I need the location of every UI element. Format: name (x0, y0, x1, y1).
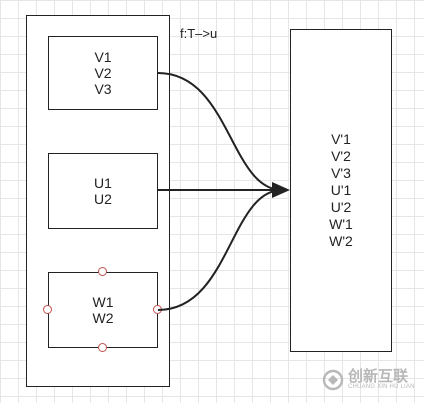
target-item: W'1 (329, 216, 353, 232)
mapping-label: f:T–>u (180, 26, 218, 41)
arrowhead-icon (272, 182, 290, 198)
target-item: U'1 (330, 182, 352, 198)
group-v[interactable]: V1 V2 V3 (48, 36, 158, 110)
connector-w[interactable] (157, 189, 283, 311)
target-item: V'3 (331, 165, 351, 181)
watermark-text: 创新互联 (348, 367, 409, 385)
item-v3: V3 (94, 81, 112, 97)
resize-handle-top[interactable] (98, 267, 107, 276)
group-u[interactable]: U1 U2 (48, 153, 158, 229)
resize-handle-left[interactable] (43, 305, 52, 314)
target-item: U'2 (330, 199, 352, 215)
watermark: 创新互联 CHUANG XIN HU LIAN (322, 369, 415, 391)
item-w1: W1 (92, 294, 114, 310)
item-w2: W2 (92, 310, 114, 326)
item-v2: V2 (94, 65, 112, 81)
target-item: V'2 (331, 148, 351, 164)
target-item: W'2 (329, 233, 353, 249)
brand-logo-icon (322, 369, 344, 391)
resize-handle-bottom[interactable] (98, 343, 107, 352)
connector-v[interactable] (157, 72, 283, 191)
item-v1: V1 (94, 49, 112, 65)
target-item: V'1 (331, 131, 351, 147)
item-u2: U2 (94, 191, 112, 207)
watermark-subtext: CHUANG XIN HU LIAN (348, 383, 415, 390)
item-u1: U1 (94, 175, 112, 191)
target-container[interactable]: V'1 V'2 V'3 U'1 U'2 W'1 W'2 (290, 29, 392, 352)
